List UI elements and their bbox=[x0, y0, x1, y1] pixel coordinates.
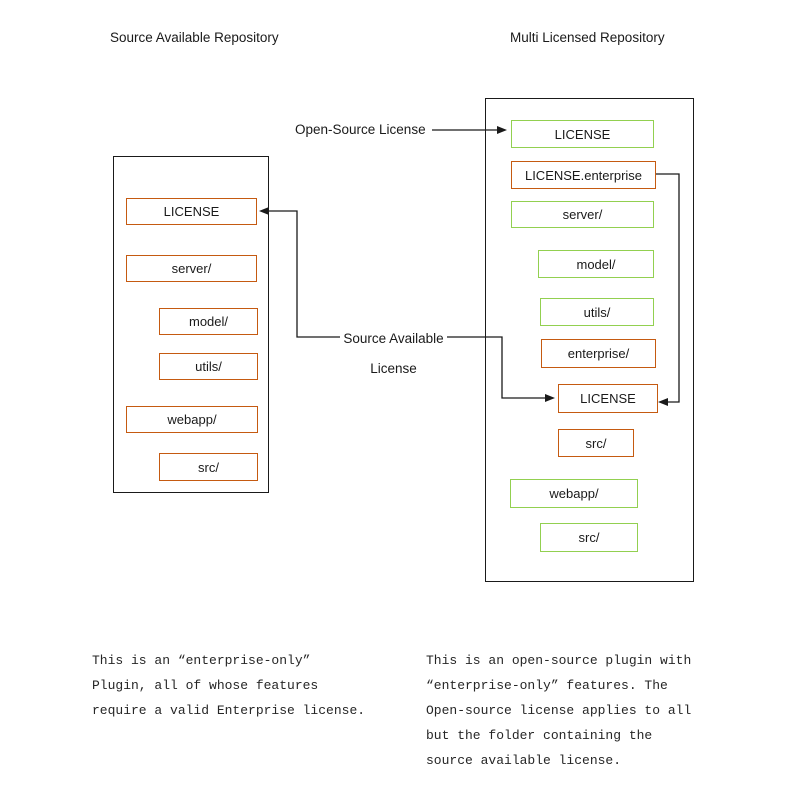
folder-box-model: model/ bbox=[538, 250, 654, 278]
file-box-license-enterprise: LICENSE.enterprise bbox=[511, 161, 656, 189]
left-repo-title: Source Available Repository bbox=[110, 30, 279, 45]
caption-line: but the folder containing the bbox=[426, 728, 653, 743]
file-box-label: LICENSE bbox=[580, 391, 636, 406]
caption-line: This is an “enterprise-only” bbox=[92, 653, 311, 668]
folder-box-label: server/ bbox=[171, 261, 212, 276]
source-available-license-label: Source Available License bbox=[336, 324, 451, 384]
caption-line: This is an open-source plugin with bbox=[426, 653, 692, 668]
open-source-license-label: Open-Source License bbox=[295, 122, 426, 137]
file-box-license-inner: LICENSE bbox=[558, 384, 658, 413]
folder-box-enterprise: enterprise/ bbox=[541, 339, 656, 368]
folder-box-server: server/ bbox=[126, 255, 257, 282]
folder-box-utils: utils/ bbox=[540, 298, 654, 326]
folder-box-label: model/ bbox=[188, 314, 229, 329]
folder-box-label: utils/ bbox=[583, 304, 611, 320]
file-box-license-open: LICENSE bbox=[511, 120, 654, 148]
folder-box-label: model/ bbox=[576, 256, 616, 272]
file-box-label: LICENSE bbox=[554, 126, 611, 142]
folder-box-webapp: webapp/ bbox=[510, 479, 638, 508]
right-repo-title: Multi Licensed Repository bbox=[510, 30, 665, 45]
caption-line: Plugin, all of whose features bbox=[92, 678, 319, 693]
folder-box-server: server/ bbox=[511, 201, 654, 228]
folder-box-label: webapp/ bbox=[549, 486, 599, 501]
source-available-license-label-line1: Source Available bbox=[343, 331, 444, 346]
caption-line: Open-source license applies to all bbox=[426, 703, 692, 718]
folder-box-src: src/ bbox=[159, 453, 258, 481]
folder-box-label: enterprise/ bbox=[567, 346, 630, 361]
caption-line: “enterprise-only” features. The bbox=[426, 678, 668, 693]
folder-box-label: src/ bbox=[198, 459, 219, 475]
folder-box-label: utils/ bbox=[195, 359, 222, 374]
folder-box-label: server/ bbox=[562, 207, 603, 222]
source-available-license-label-line2: License bbox=[370, 361, 417, 376]
connector-open-source-arrow bbox=[432, 126, 507, 134]
folder-box-label: webapp/ bbox=[167, 412, 217, 427]
folder-box-utils: utils/ bbox=[159, 353, 258, 380]
caption-line: require a valid Enterprise license. bbox=[92, 703, 366, 718]
connector-license-enterprise-arrow bbox=[656, 173, 680, 406]
folder-box-model: model/ bbox=[159, 308, 258, 335]
connector-source-available-right-arrow bbox=[447, 336, 555, 402]
caption-line: source available license. bbox=[426, 753, 622, 768]
folder-box-label: src/ bbox=[578, 530, 600, 545]
connector-source-available-left-arrow bbox=[259, 207, 340, 338]
right-repo-box: LICENSE LICENSE.enterprise server/ model… bbox=[485, 98, 694, 582]
file-box-label: LICENSE.enterprise bbox=[524, 167, 643, 183]
folder-box-webapp: webapp/ bbox=[126, 406, 258, 433]
folder-box-label: src/ bbox=[585, 435, 607, 451]
left-repo-box: LICENSE server/ model/ utils/ webapp/ sr… bbox=[113, 156, 269, 493]
folder-box-src-open: src/ bbox=[540, 523, 638, 552]
folder-box-src-enterprise: src/ bbox=[558, 429, 634, 457]
file-box-license: LICENSE bbox=[126, 198, 257, 225]
right-repo-caption: This is an open-source plugin with “ente… bbox=[426, 648, 691, 773]
left-repo-caption: This is an “enterprise-only” Plugin, all… bbox=[92, 648, 365, 723]
file-box-label: LICENSE bbox=[163, 204, 220, 219]
